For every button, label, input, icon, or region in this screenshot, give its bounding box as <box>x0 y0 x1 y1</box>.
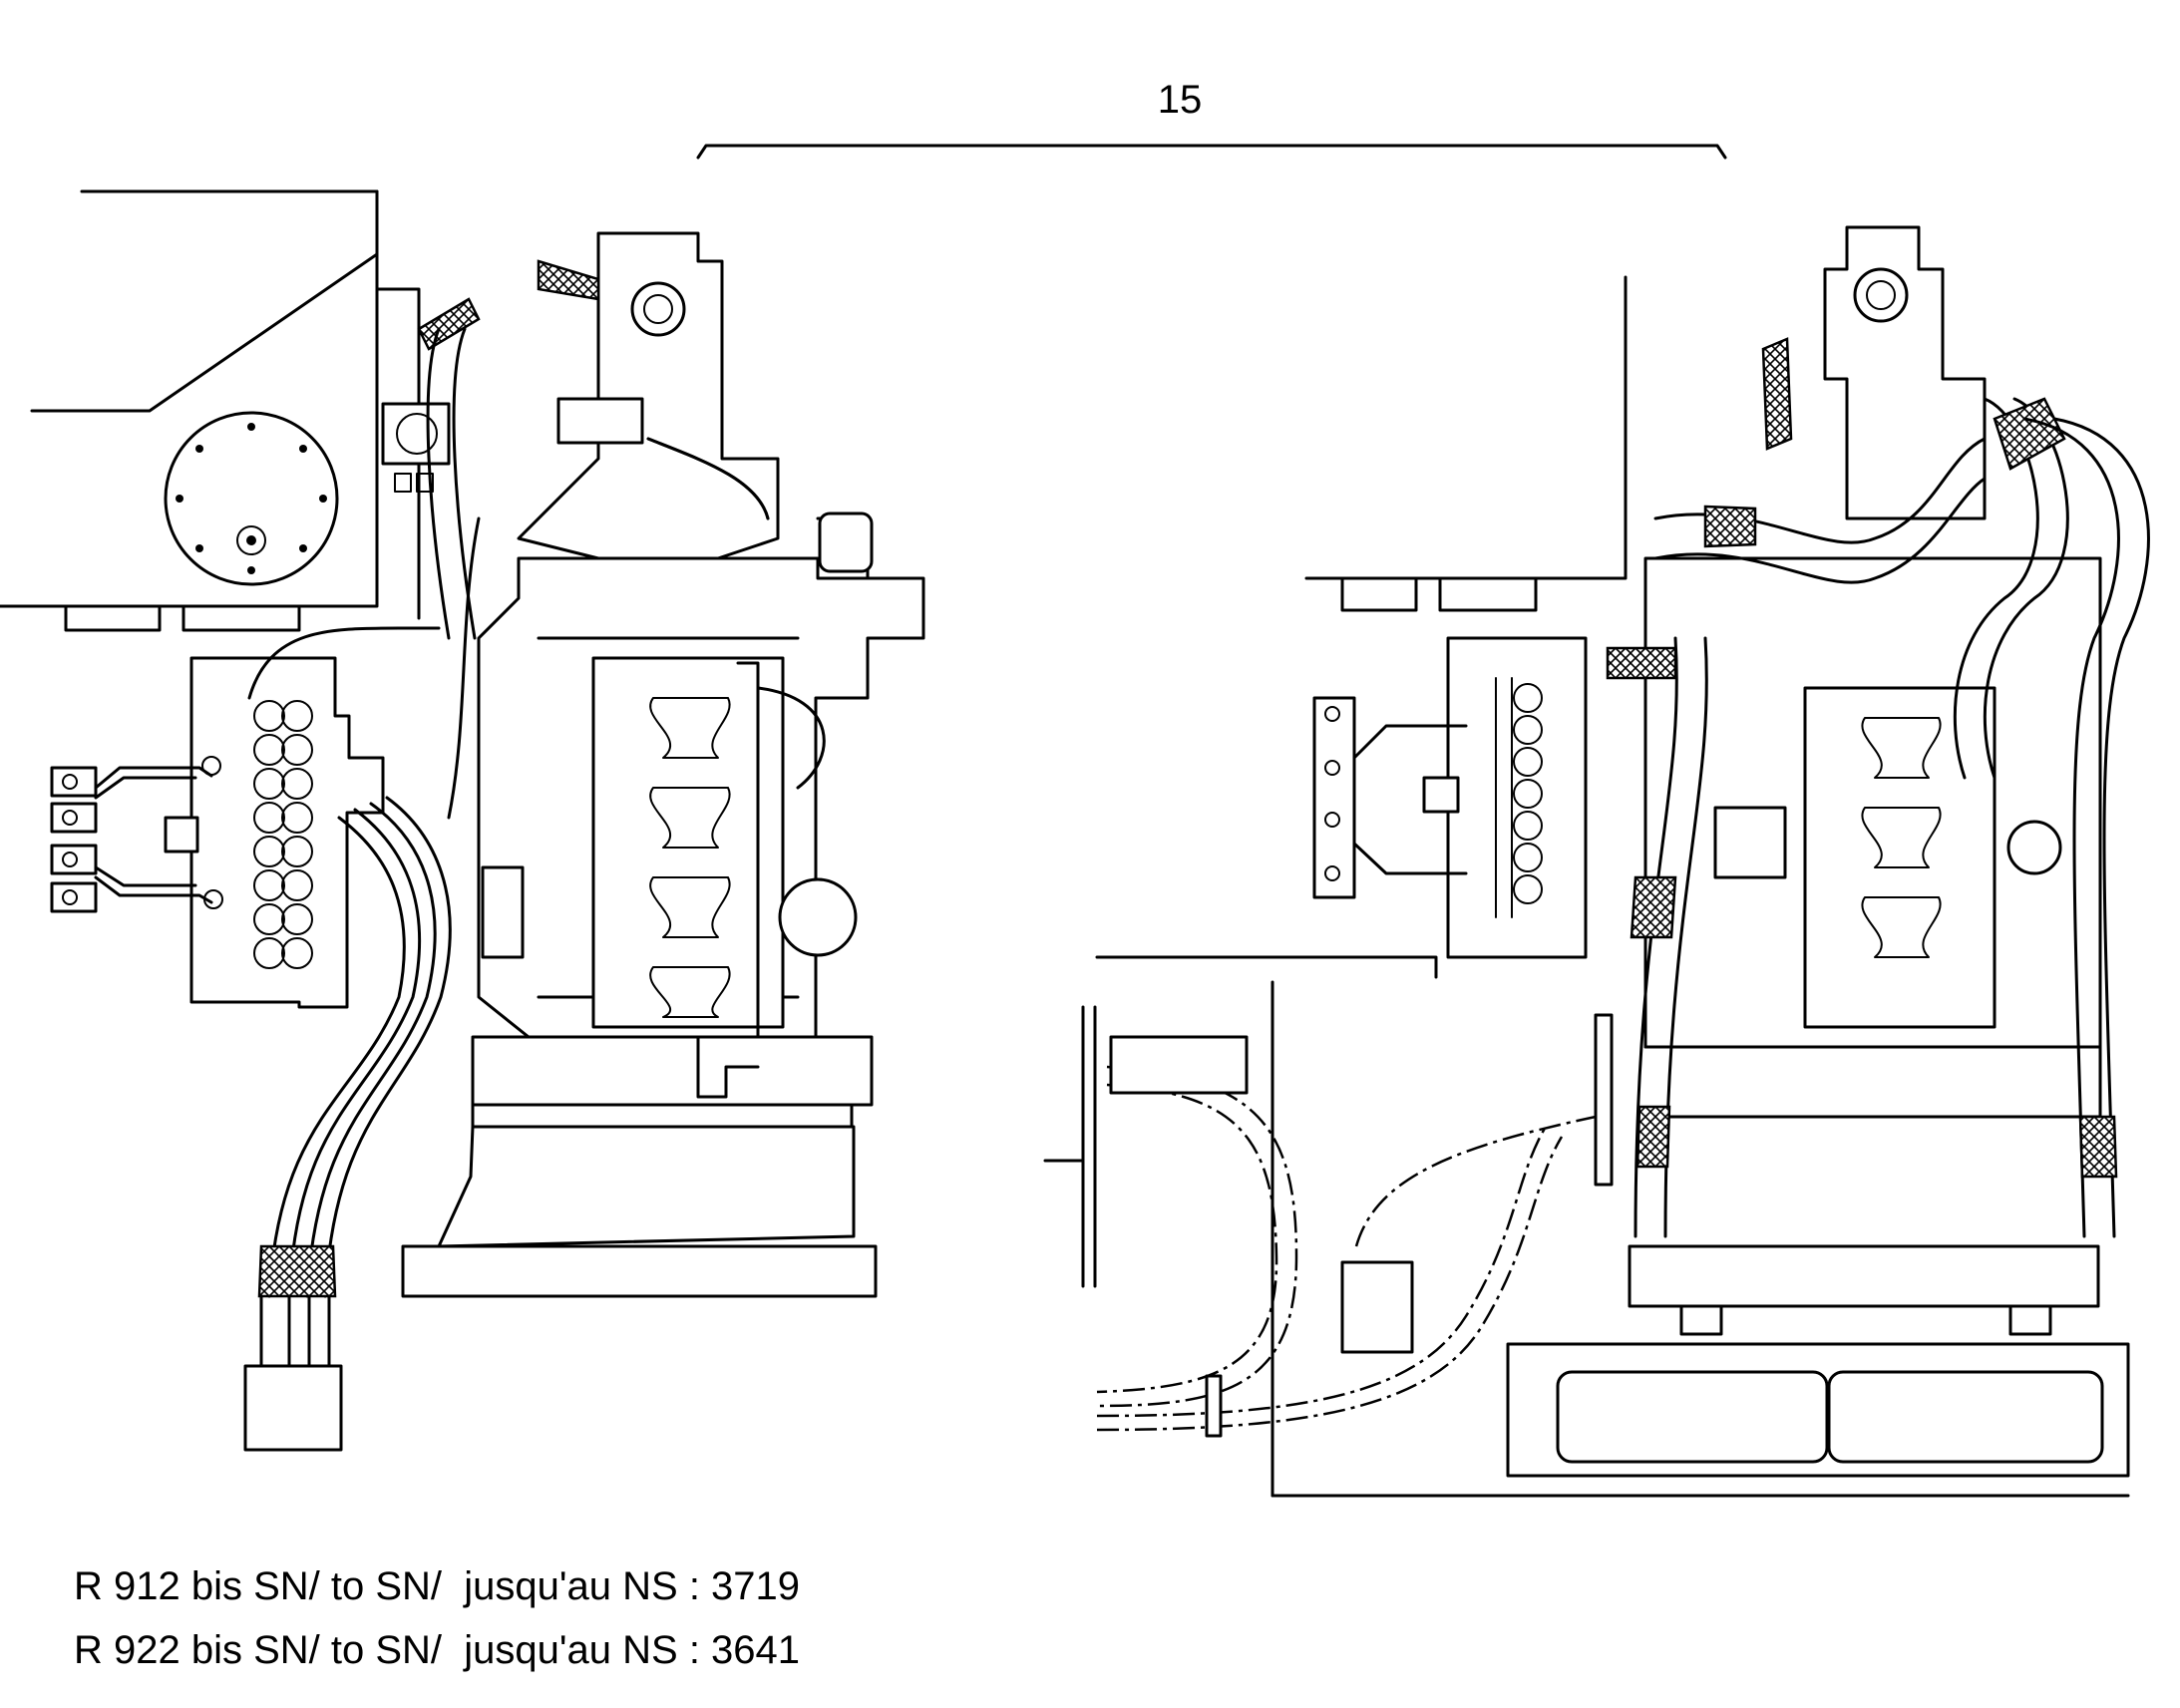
top-unit-left <box>417 231 780 560</box>
engine-block-right <box>1643 556 2102 1119</box>
terminal-lugs-right <box>1312 696 1468 899</box>
base-right <box>1271 1244 2130 1498</box>
bell-housing-left <box>401 1035 878 1298</box>
terminal-lugs-left <box>50 756 223 913</box>
cabinet-frame-right <box>1043 955 1438 1498</box>
harness-left <box>243 796 452 1452</box>
connector-block-right <box>1422 636 1588 959</box>
reference-line-r912: R 912 bis SN/ to SN/ jusqu'au NS : 3719 <box>74 1564 801 1608</box>
harness-right <box>1096 1013 1614 1438</box>
right-engine-view <box>1043 225 2150 1498</box>
hoses-right <box>1606 397 2150 1238</box>
left-engine-view <box>0 189 925 1452</box>
callout-number: 15 <box>1157 78 1203 122</box>
round-cover <box>164 411 339 586</box>
connector-block-left <box>164 656 385 1009</box>
callout-bracket <box>696 144 1727 160</box>
top-unit-right <box>1761 225 1987 520</box>
engine-block-left <box>477 512 925 1079</box>
reference-line-r922: R 922 bis SN/ to SN/ jusqu'au NS : 3641 <box>74 1628 801 1672</box>
